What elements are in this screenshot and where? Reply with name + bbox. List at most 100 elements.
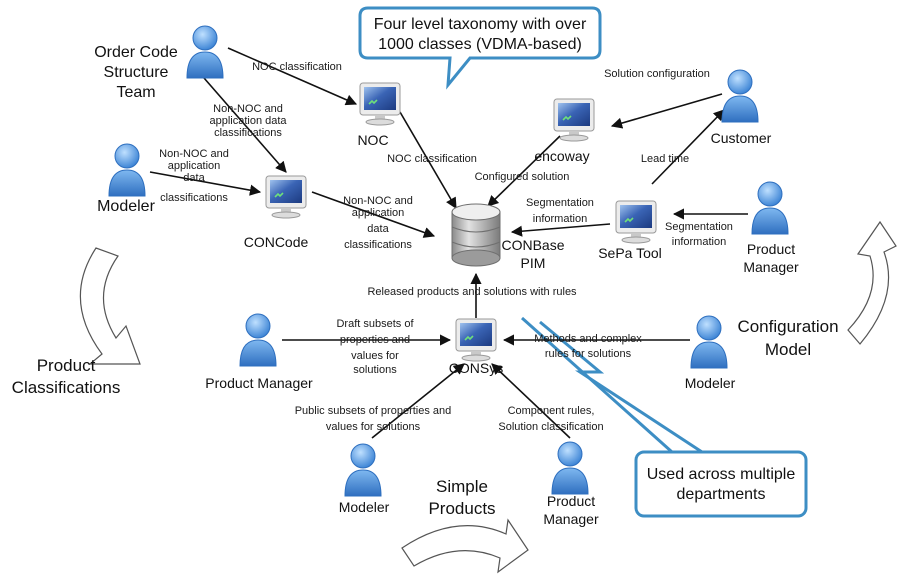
edge-label-released-products: Released products and solutions with rul…: [367, 286, 577, 298]
product-classifications-line1: Product: [37, 356, 96, 375]
conbase-line2: PIM: [521, 255, 546, 271]
simple-products-line2: Products: [428, 499, 495, 518]
edge-label-lead-time: Lead time: [641, 153, 689, 165]
monitor-icon: [455, 318, 497, 362]
edge-label-non-noc-modeler-4: classifications: [160, 192, 228, 204]
edge-label-component-rules-2: Solution classification: [498, 421, 603, 433]
edge-label-methods-rules-2: rules for solutions: [545, 348, 632, 360]
edge-team-concode: [203, 77, 287, 173]
curved-arrow-icon: [847, 220, 897, 345]
conbase-line1: CONBase: [501, 237, 564, 253]
modeler-bottom-node: Modeler: [339, 443, 390, 515]
edge-label-non-noc-concode-2: application: [352, 207, 405, 219]
product-manager-bottom-node: Product Manager: [543, 441, 599, 527]
product-manager-bottom-line2: Manager: [543, 511, 599, 527]
product-manager-left-label: Product Manager: [205, 375, 313, 391]
edge-label-non-noc-app-2: application data: [209, 115, 287, 127]
edge-concode-conbase: [311, 191, 436, 238]
edge-modeler-bottom-consys: [371, 363, 465, 439]
edge-label-segmentation-right-2: information: [672, 236, 726, 248]
modeler-left-label: Modeler: [97, 198, 155, 215]
person-icon: [690, 315, 728, 369]
product-manager-right-line2: Manager: [743, 259, 799, 275]
edge-customer-encoway: [610, 93, 723, 129]
product-manager-left-node: Product Manager: [205, 313, 313, 391]
encoway-node: encoway: [534, 98, 595, 164]
edge-label-methods-rules-1: Methods and complex: [534, 333, 642, 345]
order-code-team-node: Order Code Structure Team: [94, 25, 224, 101]
edge-label-draft-subsets-2: properties and: [340, 334, 410, 346]
edge-pm-bottom-consys: [491, 363, 571, 439]
product-classifications-area: Product Classifications: [12, 247, 141, 397]
order-code-team-line2: Structure: [104, 64, 169, 81]
edge-label-non-noc-modeler-2: application: [168, 160, 221, 172]
edge-label-non-noc-modeler-1: Non-NOC and: [159, 148, 229, 160]
edge-modeler-concode: [149, 171, 262, 196]
customer-label: Customer: [711, 130, 772, 146]
person-icon: [186, 25, 224, 79]
product-manager-right-line1: Product: [747, 241, 795, 257]
noc-node: NOC: [357, 82, 401, 148]
simple-products-line1: Simple: [436, 477, 488, 496]
edge-sepa-conbase: [510, 223, 611, 237]
edge-label-component-rules-1: Component rules,: [508, 405, 595, 417]
product-manager-bottom-line1: Product: [547, 493, 595, 509]
modeler-bottom-label: Modeler: [339, 499, 390, 515]
modeler-left-node: Modeler: [97, 143, 156, 215]
person-icon: [751, 181, 789, 235]
edge-label-non-noc-modeler-3: data: [183, 172, 205, 184]
edge-label-public-subsets-2: values for solutions: [326, 421, 421, 433]
modeler-right-node: Modeler: [685, 315, 736, 391]
consys-label: CONSys: [449, 360, 503, 376]
person-icon: [239, 313, 277, 367]
edges: [149, 47, 748, 439]
consys-node: CONSys: [449, 318, 503, 376]
edge-label-draft-subsets-1: Draft subsets of: [336, 318, 414, 330]
sepa-tool-node: SePa Tool: [598, 200, 662, 261]
person-icon: [721, 69, 759, 123]
concode-label: CONCode: [244, 234, 309, 250]
monitor-icon: [615, 200, 657, 244]
edge-label-segmentation-left-1: Segmentation: [526, 197, 594, 209]
product-classifications-line2: Classifications: [12, 378, 121, 397]
edge-encoway-conbase: [487, 135, 561, 207]
edge-label-non-noc-app-3: classifications: [214, 127, 282, 139]
taxonomy-callout-line1: Four level taxonomy with over: [374, 16, 587, 33]
edge-noc-conbase: [399, 111, 457, 209]
departments-callout-line2: departments: [677, 486, 766, 503]
taxonomy-callout-line2: 1000 classes (VDMA-based): [378, 36, 582, 53]
person-icon: [344, 443, 382, 497]
taxonomy-callout: Four level taxonomy with over 1000 class…: [358, 6, 602, 90]
edge-label-non-noc-concode-3: data: [367, 223, 389, 235]
person-icon: [108, 143, 146, 197]
edge-label-non-noc-app-1: Non-NOC and: [213, 103, 283, 115]
edge-label-solution-configuration: Solution configuration: [604, 68, 710, 80]
edge-label-configured-solution: Configured solution: [475, 171, 570, 183]
conbase-node: CONBase PIM: [451, 203, 565, 271]
curved-arrow-icon: [79, 247, 141, 365]
edge-label-non-noc-concode-1: Non-NOC and: [343, 195, 413, 207]
edge-label-draft-subsets-3: values for: [351, 350, 399, 362]
edge-label-draft-subsets-4: solutions: [353, 364, 397, 376]
edge-label-public-subsets-1: Public subsets of properties and: [295, 405, 452, 417]
order-code-team-line3: Team: [116, 84, 155, 101]
customer-node: Customer: [711, 69, 772, 146]
configuration-model-line1: Configuration: [737, 317, 838, 336]
edge-label-segmentation-right-1: Segmentation: [665, 221, 733, 233]
configuration-model-area: Configuration Model: [737, 220, 897, 359]
database-icon: [451, 203, 501, 267]
simple-products-area: Simple Products: [401, 477, 529, 574]
person-icon: [551, 441, 589, 495]
modeler-right-label: Modeler: [685, 375, 736, 391]
edge-label-segmentation-left-2: information: [533, 213, 587, 225]
edge-label-noc-classification-mid: NOC classification: [387, 153, 477, 165]
monitor-icon: [553, 98, 595, 142]
departments-callout-line1: Used across multiple: [647, 466, 796, 483]
order-code-team-line1: Order Code: [94, 44, 178, 61]
concode-node: CONCode: [244, 175, 309, 250]
sepa-tool-label: SePa Tool: [598, 245, 662, 261]
configuration-model-line2: Model: [765, 340, 811, 359]
encoway-label: encoway: [534, 148, 589, 164]
curved-arrow-icon: [401, 518, 529, 574]
